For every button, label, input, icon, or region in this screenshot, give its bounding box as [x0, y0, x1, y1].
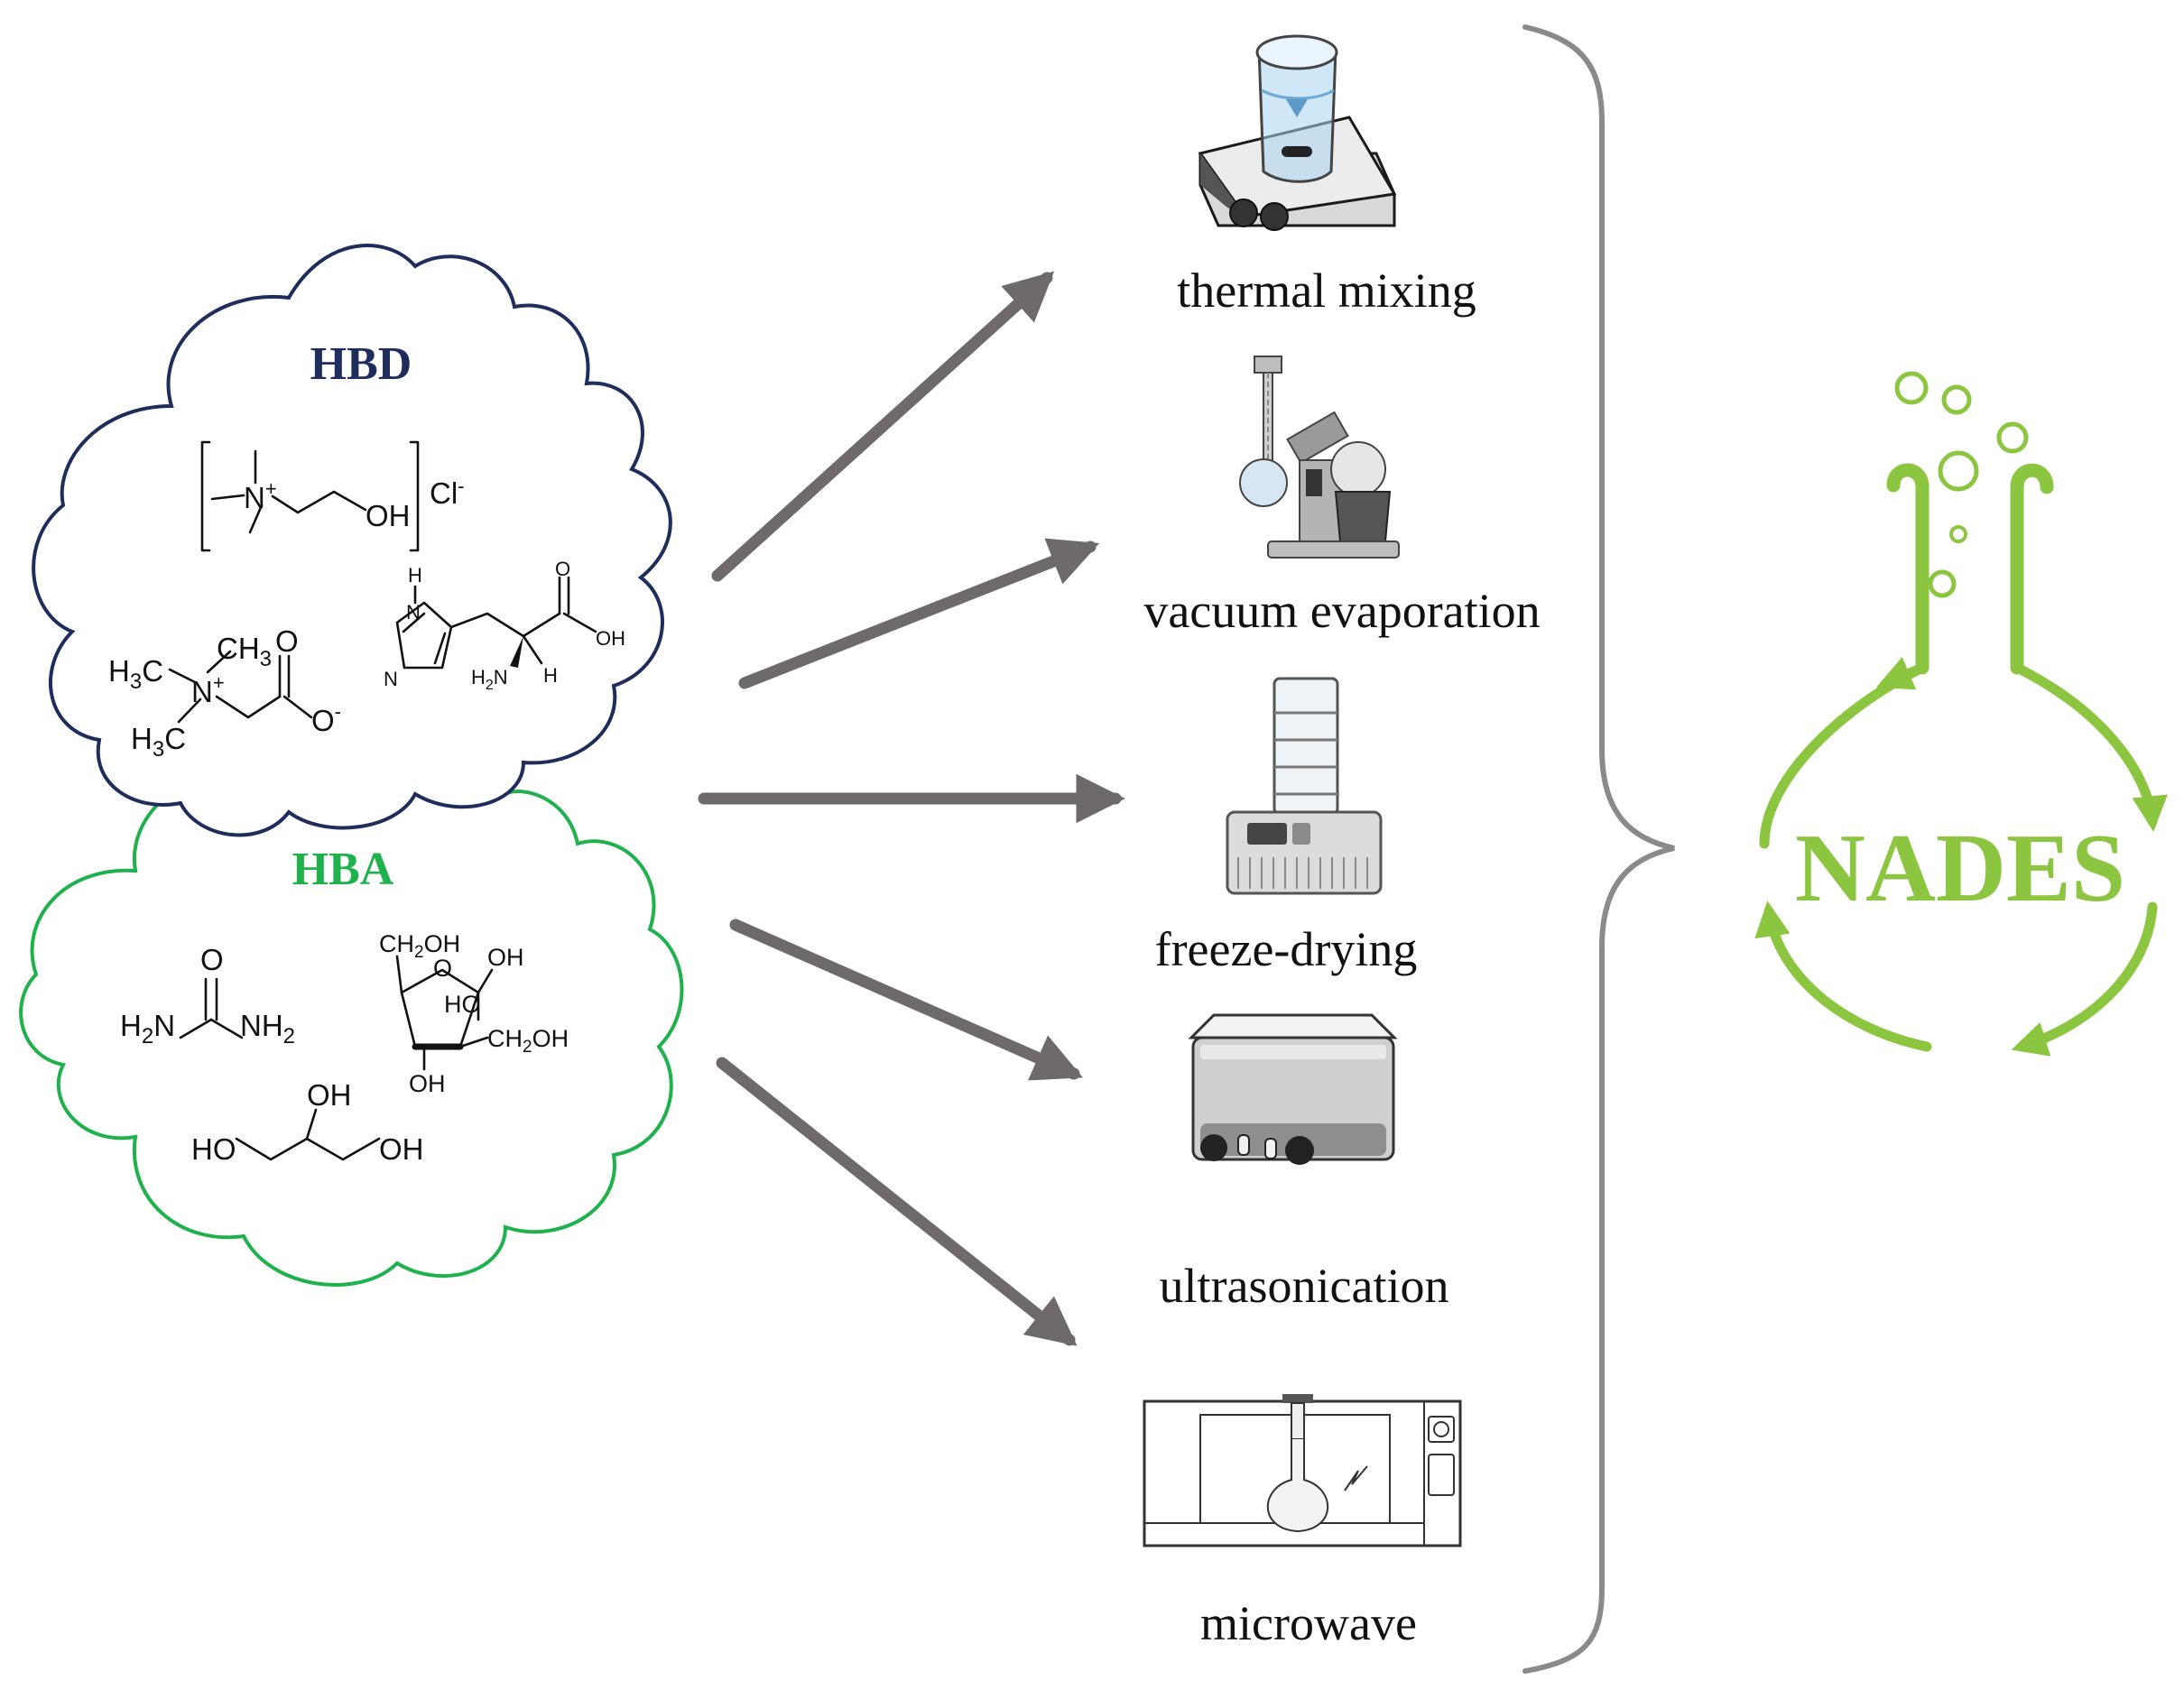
hbd-cloud-outline — [32, 244, 672, 837]
glycerol-oh-top: OH — [307, 1078, 352, 1112]
hba-cloud-outline — [19, 769, 684, 1287]
vacuum-evaporation-label: vacuum evaporation — [1143, 584, 1540, 638]
betaine-structure: H3C CH3 N+ H3C O O- — [108, 624, 341, 762]
betaine-carboxylate-oxygen: O- — [311, 700, 341, 737]
method-arrows — [698, 271, 1125, 1346]
histidine-stereo-h: H — [543, 664, 558, 687]
grouping-brace — [1522, 24, 1675, 1674]
fructose-oh-bottom: OH — [409, 1070, 446, 1097]
rotary-evaporator-icon — [1239, 356, 1400, 559]
urea-oxygen: O — [200, 943, 224, 976]
nades-label: NADES — [1795, 815, 2125, 922]
urea-structure: O H2N NH2 — [120, 943, 295, 1048]
choline-chloride-structure: N+ OH Cl- — [200, 440, 465, 552]
urea-amine-right: NH2 — [240, 1009, 295, 1048]
flask-cycle-icon — [1754, 371, 2168, 1057]
glycerol-oh-right: OH — [379, 1132, 424, 1166]
glycerol-ho-left: HO — [191, 1132, 236, 1166]
betaine-h3c-bottom: H3C — [131, 722, 186, 762]
betaine-h3c-left: H3C — [108, 654, 163, 694]
fructose-ch2oh-top: CH2OH — [379, 930, 460, 962]
betaine-carbonyl-oxygen: O — [275, 624, 299, 658]
ultrasonic-bath-icon — [1188, 1013, 1398, 1165]
histidine-hydroxyl: OH — [596, 627, 625, 650]
arrow-to-thermal-mixing — [711, 271, 1055, 582]
histidine-h: H — [408, 564, 422, 587]
freeze-drying-label: freeze-drying — [1155, 922, 1418, 976]
fructose-ring-oxygen: O — [433, 955, 452, 982]
choloride-ion: Cl- — [430, 475, 465, 510]
freeze-dryer-icon — [1226, 677, 1383, 895]
histidine-amine: H2N — [471, 666, 508, 693]
betaine-ch3: CH3 — [217, 632, 272, 671]
betaine-nitrogen: N+ — [191, 671, 225, 708]
choline-nitrogen: N+ — [244, 477, 277, 514]
histidine-ring-n-top: N — [406, 601, 421, 623]
hba-cloud: HBA O H2N NH2 CH2OH O OH HO CH2OH OH — [19, 769, 684, 1287]
urea-amine-left: H2N — [120, 1009, 175, 1048]
histidine-carbonyl-oxygen: O — [555, 558, 570, 580]
arrow-to-ultrasonication — [729, 919, 1083, 1081]
histidine-structure: H N N O OH H2N H — [384, 558, 625, 693]
choline-hydroxyl: OH — [366, 499, 411, 532]
fructose-oh-right: OH — [487, 944, 524, 971]
fructose-ch2oh-right: CH2OH — [487, 1025, 569, 1057]
ultrasonication-label: ultrasonication — [1160, 1259, 1449, 1313]
hbd-cloud: HBD N+ OH Cl- H3C CH3 N+ H3C O — [32, 244, 672, 837]
arrow-to-microwave — [716, 1057, 1078, 1346]
fructose-ho: HO — [444, 991, 481, 1018]
microwave-icon — [1143, 1394, 1462, 1547]
microwave-label: microwave — [1200, 1596, 1417, 1650]
arrow-to-vacuum-evaporation — [738, 538, 1100, 689]
hba-title: HBA — [292, 844, 394, 895]
fructose-structure: CH2OH O OH HO CH2OH OH — [379, 930, 569, 1097]
glycerol-structure: OH HO OH — [191, 1078, 424, 1166]
hbd-title: HBD — [310, 338, 412, 390]
hotplate-stirrer-icon — [1198, 34, 1397, 231]
histidine-ring-n-bottom: N — [384, 668, 398, 690]
thermal-mixing-label: thermal mixing — [1177, 263, 1476, 318]
